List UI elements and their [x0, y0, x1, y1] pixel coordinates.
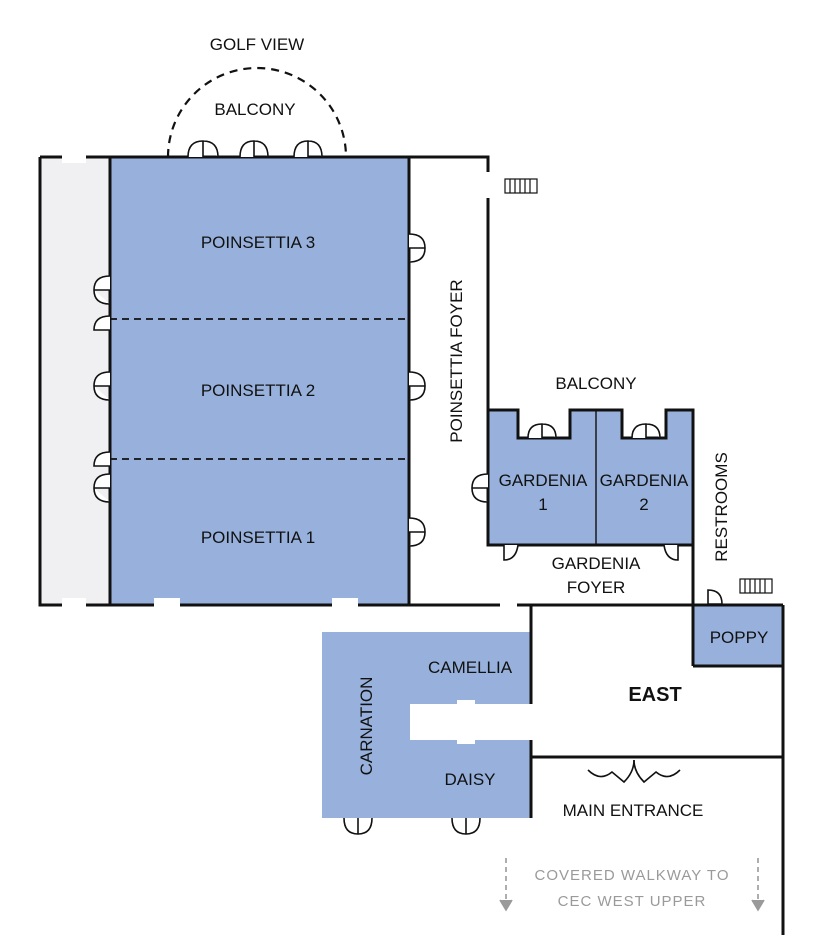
label-daisy[interactable]: DAISY	[444, 770, 495, 789]
label-poinsettia-foyer: POINSETTIA FOYER	[447, 279, 466, 442]
arrow-down-icon	[499, 858, 513, 912]
door-icon	[93, 275, 111, 503]
stairs-icon	[739, 578, 773, 594]
label-poinsettia-1[interactable]: POINSETTIA 1	[201, 528, 315, 547]
room-poinsettia[interactable]	[110, 157, 409, 605]
label-golf-view: GOLF VIEW	[210, 35, 304, 54]
label-camellia[interactable]: CAMELLIA	[428, 658, 513, 677]
label-gardenia-1[interactable]: GARDENIA	[499, 471, 588, 490]
main-entrance-doors-icon	[587, 759, 681, 784]
room-gardenia[interactable]	[488, 410, 693, 545]
label-gardenia-2-number[interactable]: 2	[639, 495, 648, 514]
room-carnation-camellia-daisy[interactable]	[322, 632, 531, 818]
room-poppy[interactable]	[693, 604, 783, 666]
connector-gap	[410, 704, 531, 740]
door-icon	[471, 423, 723, 605]
label-gardenia-foyer-2: FOYER	[567, 578, 626, 597]
double-door-icon	[343, 817, 481, 835]
label-covered-walkway: COVERED WALKWAY TO	[535, 867, 730, 884]
label-balcony-top: BALCONY	[214, 100, 295, 119]
arrow-down-icon	[751, 858, 765, 912]
label-east[interactable]: EAST	[628, 684, 681, 706]
label-gardenia-1-number[interactable]: 1	[538, 495, 547, 514]
label-poinsettia-2[interactable]: POINSETTIA 2	[201, 381, 315, 400]
label-balcony-gardenia: BALCONY	[555, 374, 636, 393]
label-covered-walkway-2: CEC WEST UPPER	[558, 893, 707, 910]
double-door-icon	[187, 140, 323, 158]
label-gardenia-2[interactable]: GARDENIA	[600, 471, 689, 490]
walls	[38, 155, 785, 935]
label-carnation[interactable]: CARNATION	[357, 677, 376, 776]
label-main-entrance: MAIN ENTRANCE	[563, 801, 704, 820]
label-gardenia-foyer: GARDENIA	[552, 554, 641, 573]
label-restrooms: RESTROOMS	[712, 452, 731, 562]
label-poinsettia-3[interactable]: POINSETTIA 3	[201, 233, 315, 252]
stairs-icon	[504, 178, 538, 194]
door-icon	[408, 233, 426, 547]
wall-openings	[62, 153, 475, 744]
label-poppy[interactable]: POPPY	[710, 628, 769, 647]
